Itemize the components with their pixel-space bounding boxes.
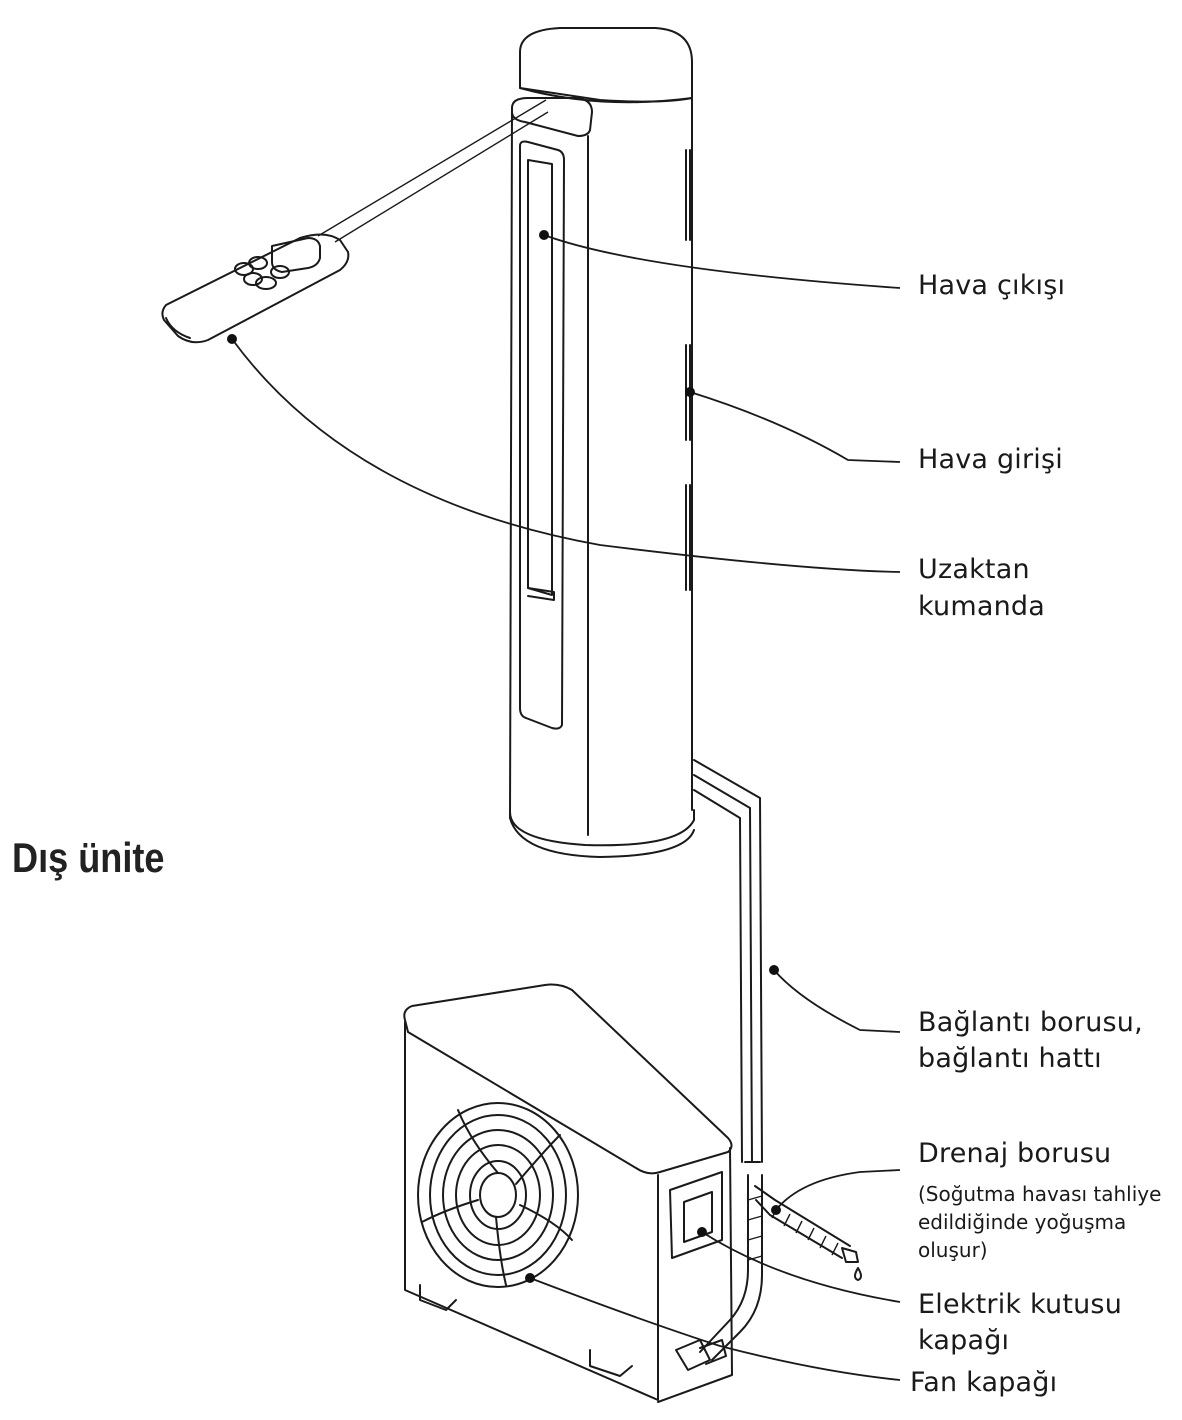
leader-lines	[227, 230, 901, 1381]
label-drain-note-3: oluşur)	[918, 1238, 988, 1262]
connecting-pipe	[693, 759, 862, 1361]
pipe-marker	[769, 965, 779, 975]
section-title: Dış ünite	[12, 834, 165, 881]
fan-cover-marker	[525, 1273, 535, 1283]
label-air-inlet: Hava girişi	[918, 444, 1063, 475]
outdoor-unit	[403, 983, 733, 1403]
label-pipe-line2: bağlantı hattı	[918, 1043, 1102, 1074]
label-air-outlet: Hava çıkışı	[918, 270, 1066, 301]
label-fan-cover: Fan kapağı	[910, 1367, 1058, 1398]
label-drain-note-2: edildiğinde yoğuşma	[918, 1210, 1127, 1234]
label-drain-title: Drenaj borusu	[918, 1138, 1112, 1169]
electric-cover-marker	[697, 1227, 707, 1237]
remote-marker	[227, 334, 237, 344]
label-electric-line1: Elektrik kutusu	[918, 1289, 1123, 1320]
label-remote-line1: Uzaktan	[918, 554, 1030, 585]
label-pipe-line1: Bağlantı borusu,	[918, 1007, 1143, 1038]
label-drain-note-1: (Soğutma havası tahliye	[918, 1182, 1162, 1206]
label-remote-line2: kumanda	[918, 591, 1045, 622]
remote-control	[161, 99, 549, 344]
indoor-unit	[509, 27, 695, 858]
drain-marker	[771, 1205, 781, 1215]
air-inlet-marker	[685, 387, 695, 397]
label-electric-line2: kapağı	[918, 1325, 1010, 1356]
air-outlet-marker	[539, 230, 549, 240]
